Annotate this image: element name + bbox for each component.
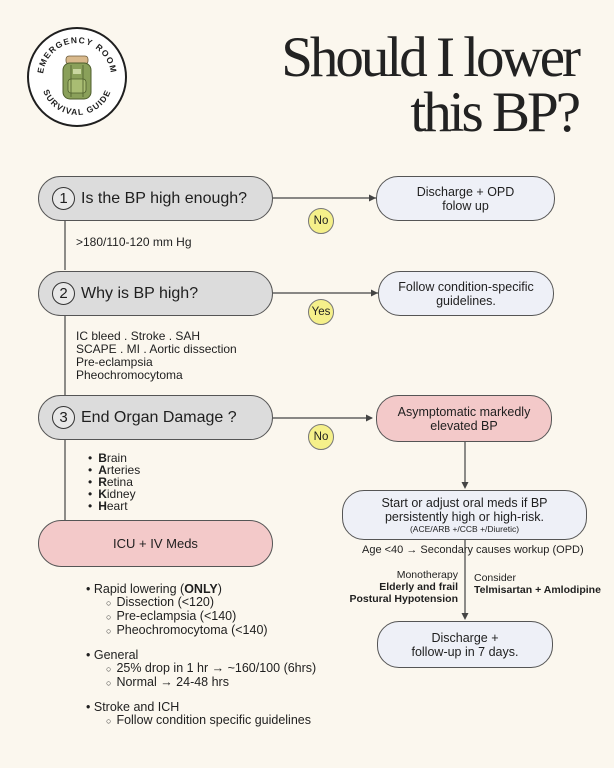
step-3-label: End Organ Damage ? bbox=[81, 408, 237, 426]
icu-label: ICU + IV Meds bbox=[113, 535, 198, 551]
step-3-number: 3 bbox=[52, 406, 75, 429]
organ-item: Kidney bbox=[88, 488, 140, 500]
step-2-pill: 2 Why is BP high? bbox=[38, 271, 273, 316]
organ-list: Brain Arteries Retina Kidney Heart bbox=[88, 452, 140, 512]
causes-list: IC bleed . Stroke . SAH SCAPE . MI . Aor… bbox=[76, 330, 237, 382]
step-1-number: 1 bbox=[52, 187, 75, 210]
monotherapy-note: Monotherapy Elderly and frail Postural H… bbox=[349, 569, 458, 605]
start-oral-meds-box: Start or adjust oral meds if BP persiste… bbox=[342, 490, 587, 540]
age-note: Age <40 → Secondary causes workup (OPD) bbox=[362, 544, 584, 556]
rapid-item: Dissection (<120) bbox=[86, 595, 346, 610]
cause-line: Pre-eclampsia bbox=[76, 355, 153, 369]
cause-line: SCAPE . MI . Aortic dissection bbox=[76, 342, 237, 356]
cause-line: Pheochromocytoma bbox=[76, 368, 183, 382]
backpack-icon: EMERGENCY ROOM SURVIVAL GUIDE bbox=[35, 35, 118, 117]
organ-item: Brain bbox=[88, 452, 140, 464]
cause-line: IC bleed . Stroke . SAH bbox=[76, 329, 201, 343]
rapid-item: Pheochromocytoma (<140) bbox=[86, 623, 346, 638]
step-1-pill: 1 Is the BP high enough? bbox=[38, 176, 273, 221]
organ-item: Arteries bbox=[88, 464, 140, 476]
title-line-2: this BP? bbox=[410, 81, 581, 144]
organ-item: Heart bbox=[88, 500, 140, 512]
discharge-opd-box: Discharge + OPD folow up bbox=[376, 176, 555, 221]
bp-threshold: >180/110-120 mm Hg bbox=[76, 235, 192, 249]
stroke-title: • Stroke and ICH bbox=[86, 700, 180, 714]
step-2-number: 2 bbox=[52, 282, 75, 305]
rapid-item: Pre-eclampsia (<140) bbox=[86, 609, 346, 624]
asymptomatic-box: Asymptomatic markedly elevated BP bbox=[376, 395, 552, 442]
logo-badge: EMERGENCY ROOM SURVIVAL GUIDE bbox=[27, 27, 127, 127]
management-notes: • Rapid lowering (ONLY) Dissection (<120… bbox=[86, 582, 346, 728]
step-2-label: Why is BP high? bbox=[81, 284, 199, 302]
general-title: • General bbox=[86, 648, 139, 662]
general-item: 25% drop in 1 hr → ~160/100 (6hrs) bbox=[86, 661, 346, 676]
yes-badge: Yes bbox=[308, 299, 334, 325]
step-3-pill: 3 End Organ Damage ? bbox=[38, 395, 273, 440]
rapid-lowering-title: • Rapid lowering (ONLY) bbox=[86, 582, 222, 596]
organ-item: Retina bbox=[88, 476, 140, 488]
page-title: Should I lower this BP? bbox=[281, 26, 581, 144]
title-line-1: Should I lower bbox=[281, 26, 581, 89]
stroke-item: Follow condition specific guidelines bbox=[86, 713, 346, 728]
no-badge-2: No bbox=[308, 424, 334, 450]
step-1-label: Is the BP high enough? bbox=[81, 189, 248, 207]
discharge-followup-box: Discharge + follow-up in 7 days. bbox=[377, 621, 553, 668]
general-item: Normal → 24-48 hrs bbox=[86, 675, 346, 690]
no-badge-1: No bbox=[308, 208, 334, 234]
icu-iv-meds-box: ICU + IV Meds bbox=[38, 520, 273, 567]
consider-note: Consider Telmisartan + Amlodipine bbox=[474, 572, 601, 596]
follow-guidelines-box: Follow condition-specific guidelines. bbox=[378, 271, 554, 316]
